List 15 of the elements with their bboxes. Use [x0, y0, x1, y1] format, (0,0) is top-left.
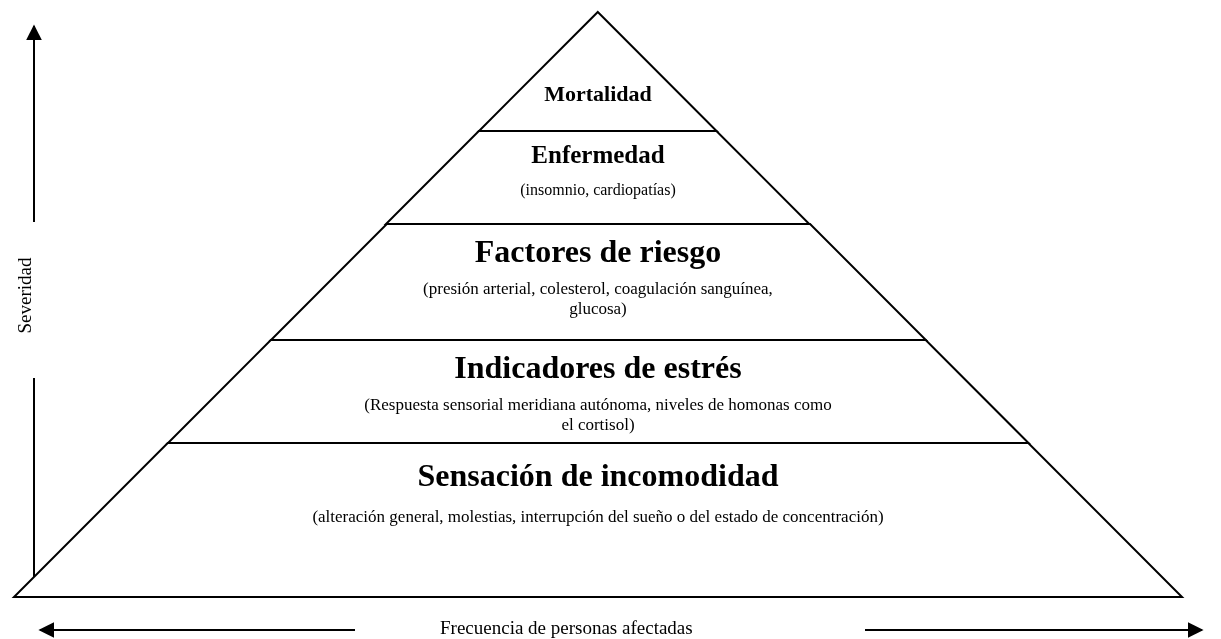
tier-heading: Enfermedad: [531, 141, 665, 169]
axis-label: Frecuencia de personas afectadas: [440, 618, 693, 637]
pyramid-tier: [270, 224, 926, 340]
tier-description: (insomnio, cardiopatías): [520, 180, 676, 199]
tier-heading: Factores de riesgo: [474, 234, 722, 270]
tier-description: (alteración general, molestias, interrupción del sueño o del estado de concentración): [312, 507, 884, 527]
axis-label: Severidad: [14, 256, 34, 336]
pyramid-tier: [386, 131, 810, 224]
tier-heading: Sensación de incomodidad: [417, 458, 779, 494]
tier-description: (presión arterial, colesterol, coagulación sanguínea, glucosa): [422, 279, 774, 319]
pyramid-tier: [479, 12, 717, 131]
tier-heading: Indicadores de estrés: [454, 350, 742, 386]
pyramid-tier: [14, 443, 1182, 597]
tier-description: (Respuesta sensorial meridiana autónoma, niveles de homonas como el cortisol): [363, 395, 833, 435]
tier-heading: Mortalidad: [544, 82, 652, 107]
